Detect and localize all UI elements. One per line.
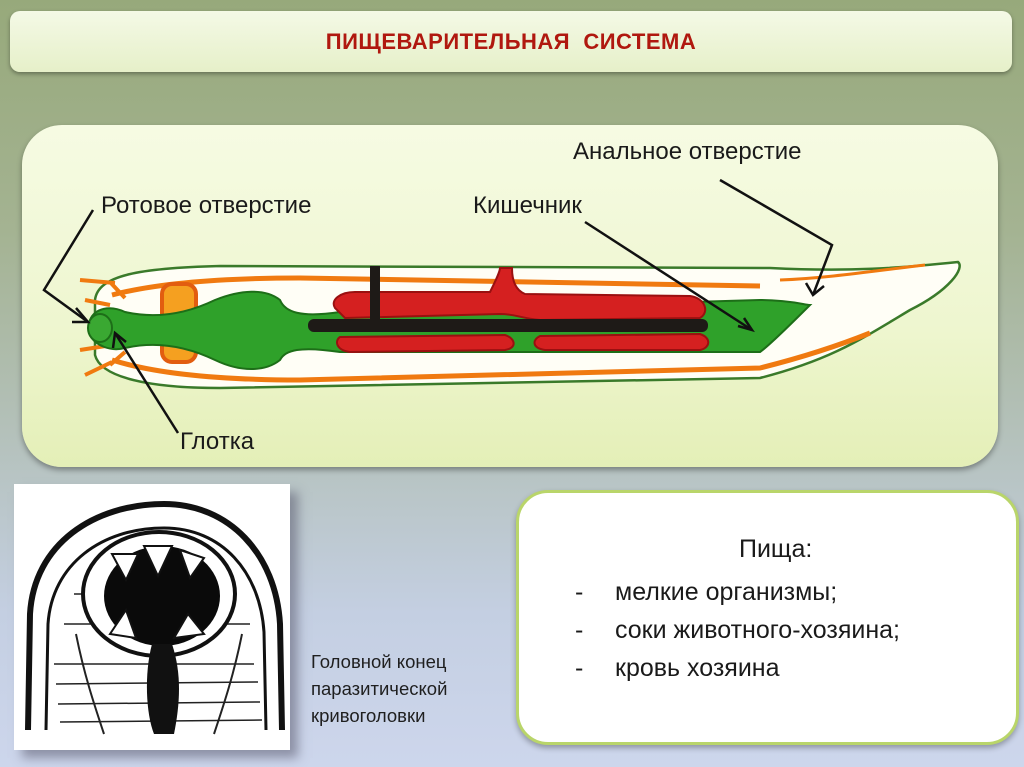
esophagus (147, 644, 179, 734)
caption-line-3: кривоголовки (311, 702, 447, 729)
food-box: Пища: - мелкие организмы; - соки животно… (516, 490, 1019, 745)
list-item-text: кровь хозяина (615, 654, 780, 692)
hookworm-head-drawing (14, 484, 290, 750)
list-item-text: мелкие организмы; (615, 578, 837, 616)
caption-line-2: паразитической (311, 675, 447, 702)
caption-line-1: Головной конец (311, 648, 447, 675)
label-mouth: Ротовое отверстие (101, 192, 311, 220)
hookworm-head-image (14, 484, 290, 750)
list-bullet: - (575, 654, 615, 692)
mouth-bulb (88, 314, 112, 342)
food-title: Пища: (739, 535, 812, 564)
list-bullet: - (575, 616, 615, 654)
list-item: - мелкие организмы; (575, 578, 900, 616)
label-intestine: Кишечник (473, 192, 582, 220)
list-item-text: соки животного-хозяина; (615, 616, 900, 654)
list-item: - кровь хозяина (575, 654, 900, 692)
food-list: - мелкие организмы; - соки животного-хоз… (575, 578, 900, 692)
label-anus: Анальное отверстие (573, 138, 801, 166)
label-pharynx: Глотка (180, 428, 254, 456)
mouth-arrow (44, 210, 93, 322)
list-bullet: - (575, 578, 615, 616)
list-item: - соки животного-хозяина; (575, 616, 900, 654)
black-cord (308, 319, 708, 332)
black-stalk (370, 266, 380, 322)
image-caption: Головной конец паразитической кривоголов… (311, 648, 447, 729)
